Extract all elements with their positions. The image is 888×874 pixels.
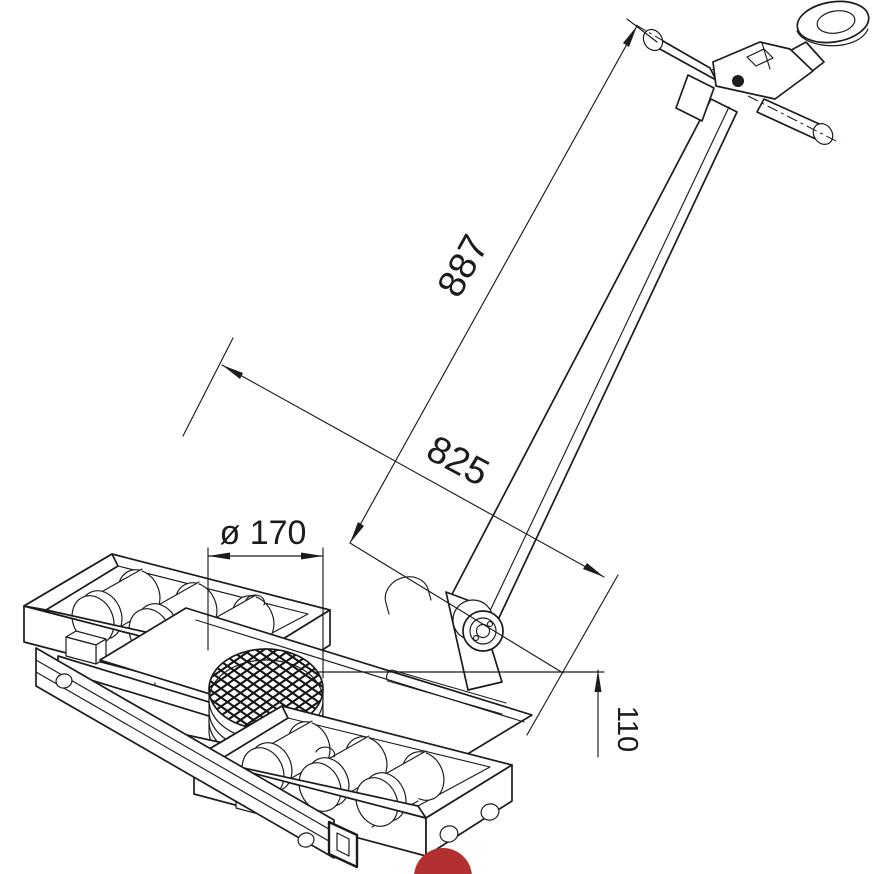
pivot-pin-dot — [732, 75, 744, 87]
grip-centerline — [635, 24, 723, 76]
pin-hole — [439, 825, 459, 843]
back-unit-clamp-block — [65, 630, 107, 665]
side-channel-bar — [35, 647, 359, 869]
clamp-plate — [675, 74, 715, 122]
clevis-block — [712, 41, 814, 100]
dimension-label-825: 825 — [420, 428, 496, 495]
handle-top-assembly — [635, 0, 870, 145]
pin-hole — [55, 673, 73, 689]
eye-ring — [796, 0, 870, 47]
dimension-pad-diameter: ø 170 — [207, 514, 324, 679]
square-tube-end — [327, 820, 359, 869]
steering-handle — [384, 98, 738, 691]
dimension-label-110: 110 — [611, 706, 643, 752]
pin-hole — [297, 832, 315, 848]
grip-centerline — [747, 95, 841, 144]
handle-shaft — [449, 98, 738, 623]
pin-hole — [480, 803, 500, 821]
dimension-label-pad-diameter: ø 170 — [220, 514, 307, 552]
red-marker — [414, 848, 472, 874]
dimension-label-887: 887 — [430, 228, 497, 304]
pivot-hub — [452, 599, 504, 652]
dimension-110: 110 — [317, 669, 643, 758]
